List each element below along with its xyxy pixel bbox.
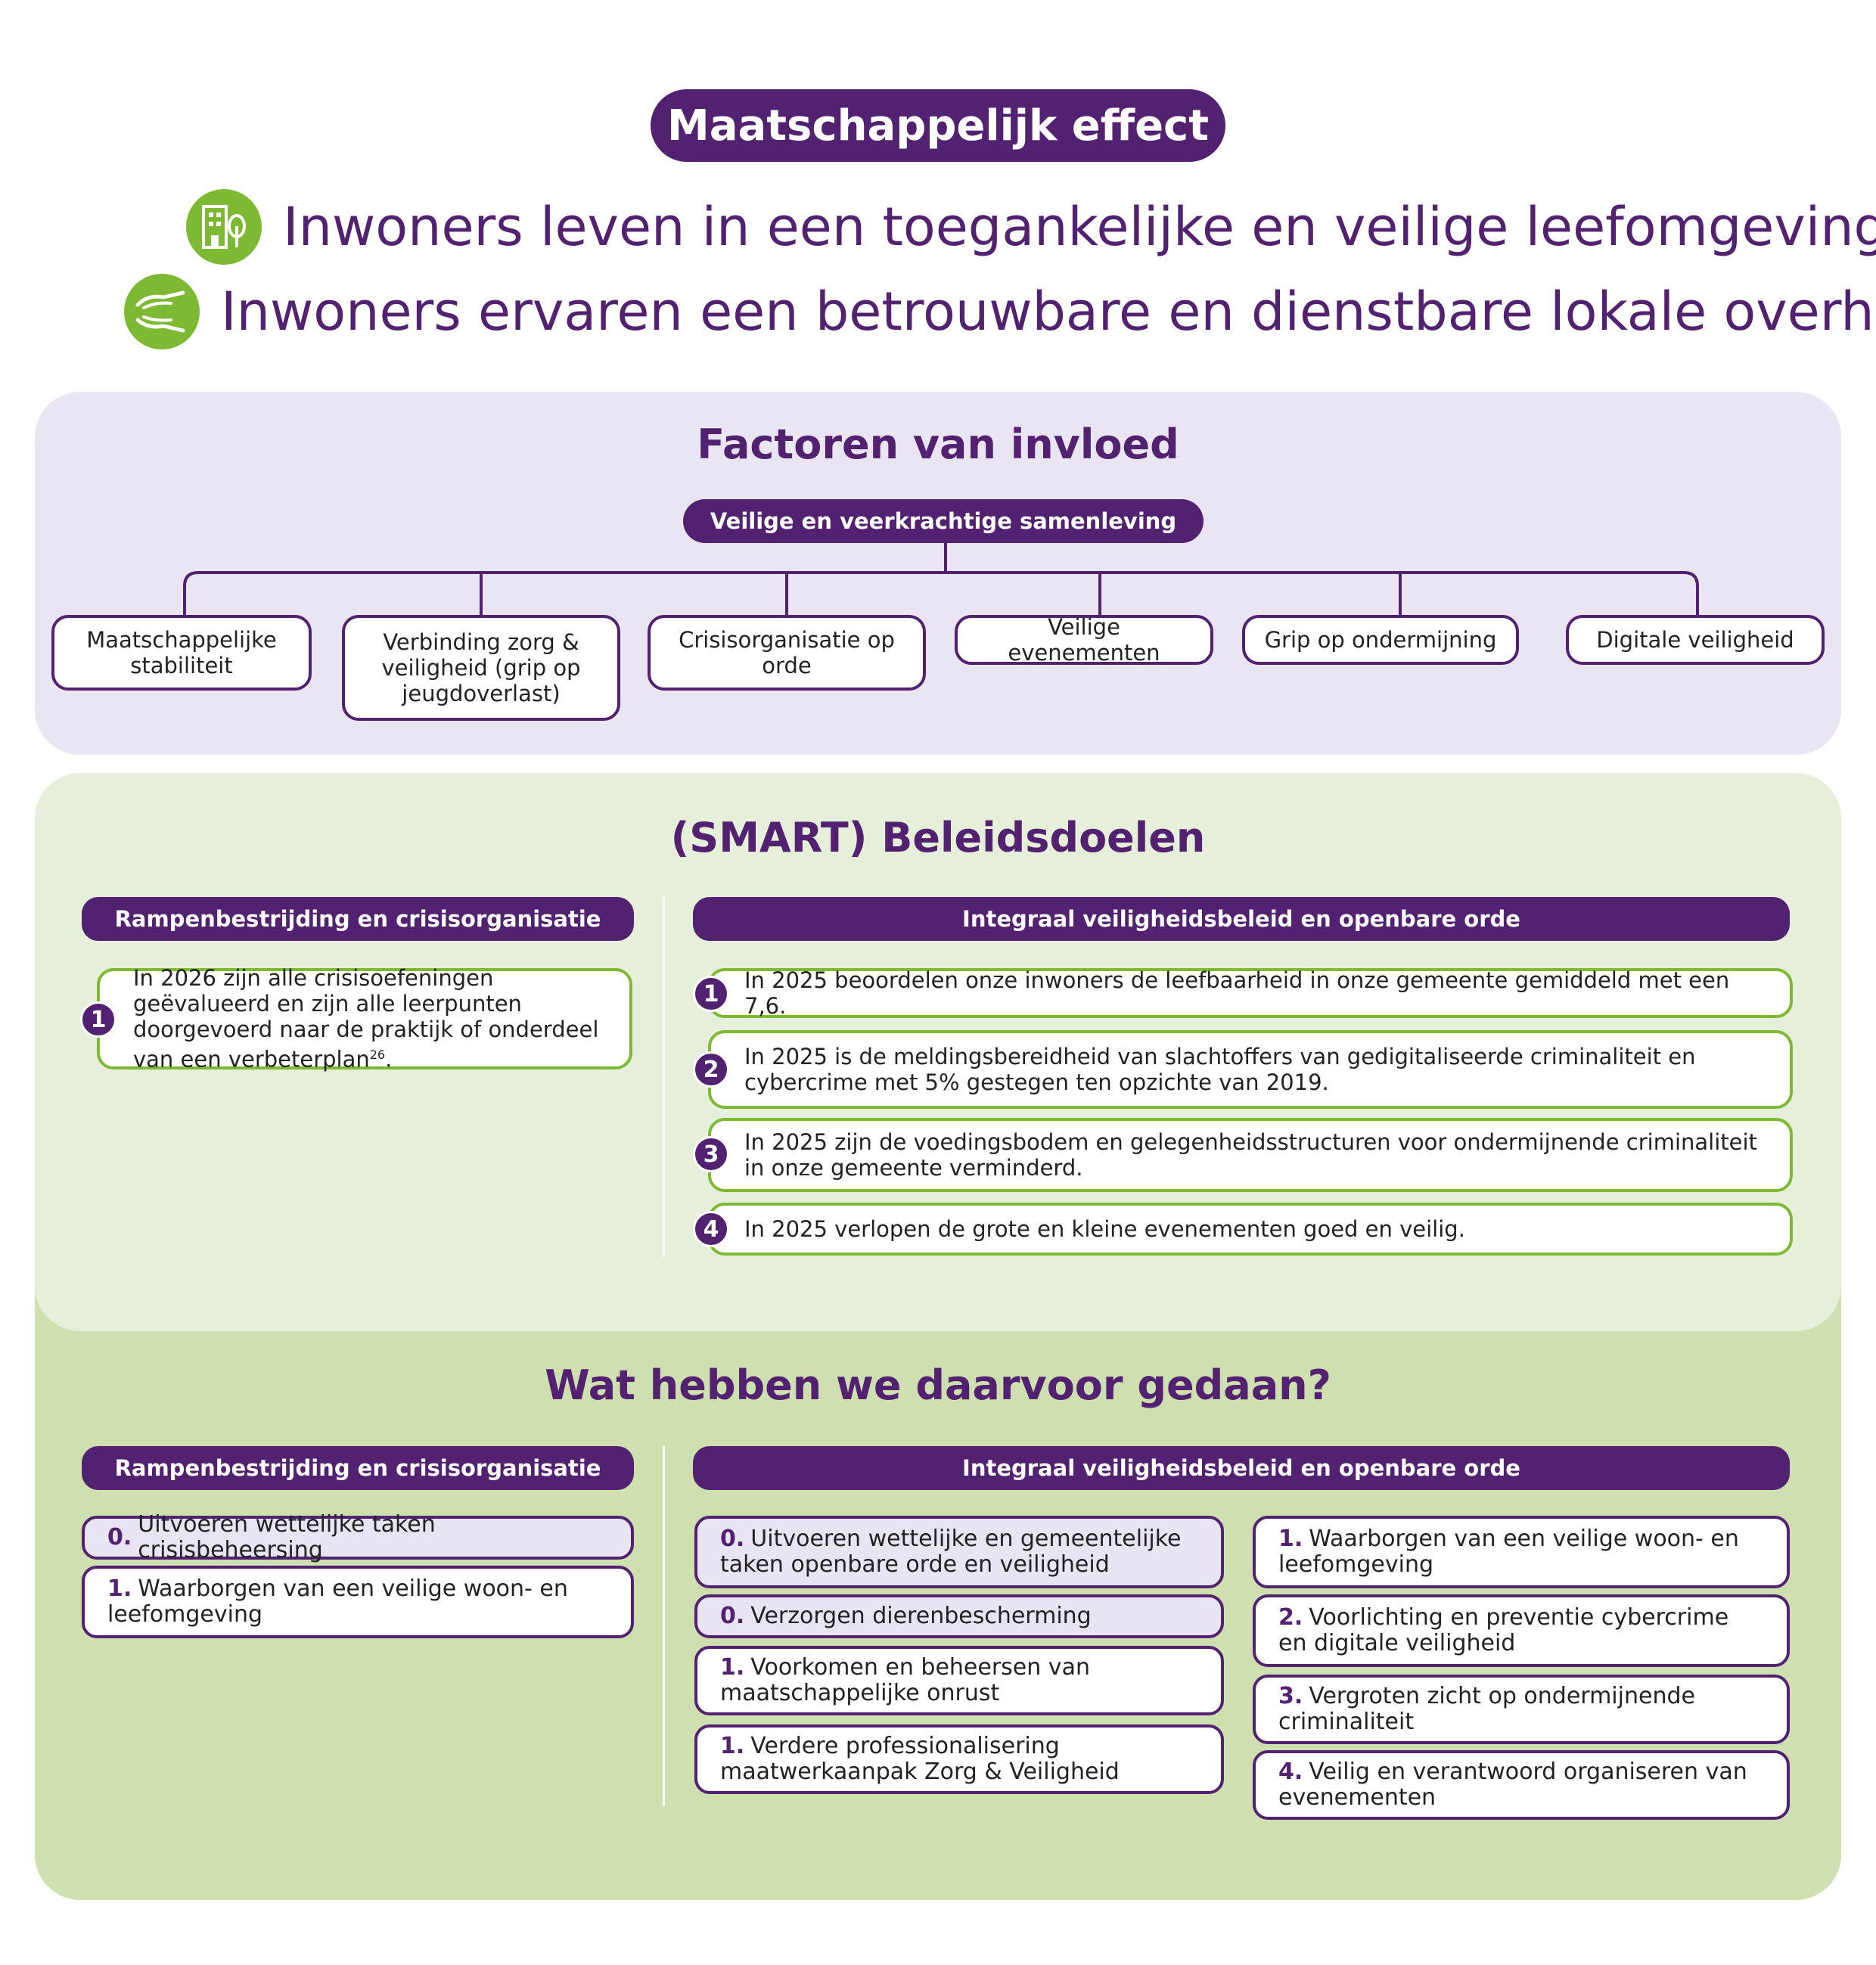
main-title: Maatschappelijk effect xyxy=(651,89,1225,162)
action-item: 0.Uitvoeren wettelijke taken crisisbehee… xyxy=(82,1512,634,1563)
action-item: 4.Veilig en verantwoord organiseren van … xyxy=(1253,1750,1790,1820)
factor-box: Maatschappelijke stabiliteit xyxy=(51,615,312,691)
factor-box: Veilige evenementen xyxy=(955,614,1213,666)
action-item: 0.Verzorgen dierenbescherming xyxy=(694,1594,1224,1638)
factors-root: Veilige en veerkrachtige samenleving xyxy=(683,499,1204,543)
goal-number: 4 xyxy=(693,1211,729,1247)
factor-box: Grip op ondermijning xyxy=(1242,615,1519,665)
action-item: 1.Waarborgen van een veilige woon- en le… xyxy=(82,1566,634,1638)
goals-right-header: Integraal veiligheidsbeleid en openbare … xyxy=(693,897,1790,941)
goal-number: 1 xyxy=(80,1001,116,1038)
goal-number: 3 xyxy=(693,1136,729,1172)
goal-item-right-1: In 2025 beoordelen onze inwoners de leef… xyxy=(708,967,1793,1019)
effect-line-1: Inwoners leven in een toegankelijke en v… xyxy=(186,189,1876,265)
action-item: 1.Voorkomen en beheersen van maatschappe… xyxy=(694,1646,1224,1715)
goal-text: In 2025 beoordelen onze inwoners de leef… xyxy=(744,967,1730,1019)
factor-box: Digitale veiligheid xyxy=(1566,615,1825,665)
effect-text-1: Inwoners leven in een toegankelijke en v… xyxy=(283,196,1876,258)
actions-left-header: Rampenbestrijding en crisisorganisatie xyxy=(82,1446,634,1490)
actions-right-header: Integraal veiligheidsbeleid en openbare … xyxy=(693,1446,1790,1490)
goals-left-header: Rampenbestrijding en crisisorganisatie xyxy=(82,897,634,941)
factor-box: Crisisorganisatie op orde xyxy=(648,615,926,691)
goal-item-right-3: In 2025 zijn de voedingsbodem en gelegen… xyxy=(708,1118,1793,1192)
goal-text: In 2026 zijn alle crisisoefeningen geëva… xyxy=(133,965,599,1073)
goals-divider xyxy=(663,897,665,1257)
action-item: 3.Vergroten zicht op ondermijnende crimi… xyxy=(1253,1675,1790,1744)
caring-hands-icon xyxy=(124,274,200,349)
goal-text: In 2025 zijn de voedingsbodem en gelegen… xyxy=(744,1129,1757,1181)
factors-title: Factoren van invloed xyxy=(697,421,1179,468)
actions-title: Wat hebben we daarvoor gedaan? xyxy=(545,1361,1331,1409)
goals-title: (SMART) Beleidsdoelen xyxy=(670,814,1206,861)
actions-divider xyxy=(663,1446,665,1806)
goal-text: In 2025 is de meldingsbereidheid van sla… xyxy=(744,1044,1696,1095)
action-item: 1.Verdere professionalisering maatwerkaa… xyxy=(694,1724,1224,1794)
effect-line-2: Inwoners ervaren een betrouwbare en dien… xyxy=(124,274,1876,349)
goal-text: In 2025 verlopen de grote en kleine even… xyxy=(744,1216,1465,1242)
city-tree-icon xyxy=(186,189,262,265)
goal-number: 1 xyxy=(693,976,729,1012)
goal-item-right-4: In 2025 verlopen de grote en kleine even… xyxy=(708,1203,1793,1256)
effect-text-2: Inwoners ervaren een betrouwbare en dien… xyxy=(221,281,1876,343)
action-item: 0.Uitvoeren wettelijke en gemeentelijke … xyxy=(694,1516,1224,1588)
action-item: 1.Waarborgen van een veilige woon- en le… xyxy=(1253,1516,1790,1588)
factor-box: Verbinding zorg & veiligheid (grip op je… xyxy=(342,615,620,721)
factors-connectors xyxy=(183,543,1699,616)
action-item: 2.Voorlichting en preventie cybercrime e… xyxy=(1253,1594,1790,1667)
goal-item-left-1: In 2026 zijn alle crisisoefeningen geëva… xyxy=(97,965,632,1073)
goal-number: 2 xyxy=(693,1051,729,1088)
goal-item-right-2: In 2025 is de meldingsbereidheid van sla… xyxy=(708,1030,1793,1109)
